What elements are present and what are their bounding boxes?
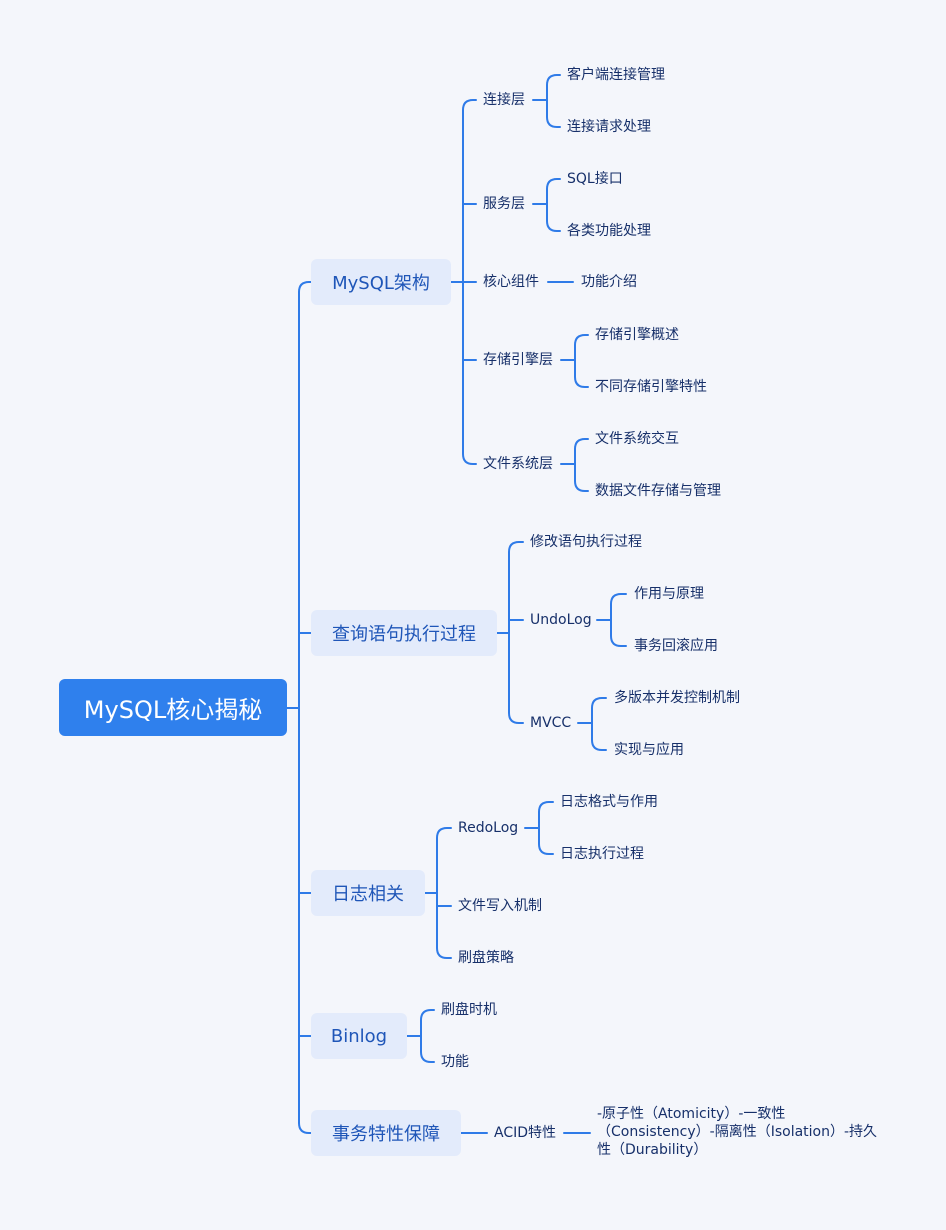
node-redolog[interactable]: RedoLog	[458, 820, 519, 836]
branch-logs[interactable]: 日志相关	[311, 870, 425, 916]
edge-root-spine	[298, 281, 312, 1124]
node-mvcc[interactable]: MVCC	[530, 715, 572, 731]
node-sql-interface[interactable]: SQL接口	[567, 171, 623, 187]
node-acid-detail[interactable]: -原子性（Atomicity）-一致性（Consistency）-隔离性（Iso…	[597, 1106, 878, 1158]
edge-conn-leaves	[532, 74, 561, 128]
node-flush-strategy[interactable]: 刷盘策略	[458, 950, 514, 966]
node-engine-features[interactable]: 不同存储引擎特性	[595, 379, 707, 395]
branch-binlog[interactable]: Binlog	[311, 1013, 407, 1059]
node-filesystem-interaction[interactable]: 文件系统交互	[595, 431, 679, 447]
node-undolog-principle[interactable]: 作用与原理	[634, 586, 704, 602]
node-undolog-rollback[interactable]: 事务回滚应用	[634, 638, 718, 654]
node-redolog-execution[interactable]: 日志执行过程	[560, 846, 644, 862]
node-storage-engine-overview[interactable]: 存储引擎概述	[595, 327, 679, 343]
node-mvcc-mechanism[interactable]: 多版本并发控制机制	[614, 690, 740, 706]
node-redolog-format[interactable]: 日志格式与作用	[560, 794, 658, 810]
edge-binlog-leaves	[406, 1009, 435, 1063]
root-node[interactable]: MySQL核心揭秘	[59, 679, 287, 736]
edge-fs-leaves	[560, 438, 589, 492]
node-core-components[interactable]: 核心组件	[483, 274, 539, 290]
node-connection-layer[interactable]: 连接层	[483, 92, 525, 108]
node-client-connection-mgmt[interactable]: 客户端连接管理	[567, 67, 665, 83]
edge-undo-leaves	[596, 593, 627, 647]
node-data-file-storage[interactable]: 数据文件存储与管理	[595, 483, 721, 499]
edge-mvcc-leaves	[577, 697, 607, 751]
branch-query-execution[interactable]: 查询语句执行过程	[311, 610, 497, 656]
edge-log-spine	[436, 827, 452, 959]
node-connection-request[interactable]: 连接请求处理	[567, 119, 651, 135]
branch-mysql-architecture[interactable]: MySQL架构	[311, 259, 451, 305]
node-function-intro[interactable]: 功能介绍	[581, 274, 637, 290]
node-file-write-mechanism[interactable]: 文件写入机制	[458, 898, 542, 914]
edge-engine-leaves	[560, 334, 589, 388]
node-filesystem-layer[interactable]: 文件系统层	[483, 456, 553, 472]
edge-query-spine	[508, 541, 524, 724]
edge-root-tx	[298, 1122, 312, 1134]
edge-arch-spine	[462, 99, 477, 465]
node-modify-statement[interactable]: 修改语句执行过程	[530, 534, 642, 550]
branch-transaction[interactable]: 事务特性保障	[311, 1110, 461, 1156]
node-function-processing[interactable]: 各类功能处理	[567, 223, 651, 239]
edge-redo-leaves	[524, 801, 554, 855]
edge-svc-leaves	[532, 178, 561, 232]
node-binlog-function[interactable]: 功能	[441, 1054, 469, 1070]
node-service-layer[interactable]: 服务层	[483, 196, 525, 212]
node-undolog[interactable]: UndoLog	[530, 612, 592, 628]
node-mvcc-implementation[interactable]: 实现与应用	[614, 742, 684, 758]
node-flush-timing[interactable]: 刷盘时机	[441, 1002, 497, 1018]
node-acid[interactable]: ACID特性	[494, 1125, 557, 1141]
node-storage-engine-layer[interactable]: 存储引擎层	[483, 352, 553, 368]
